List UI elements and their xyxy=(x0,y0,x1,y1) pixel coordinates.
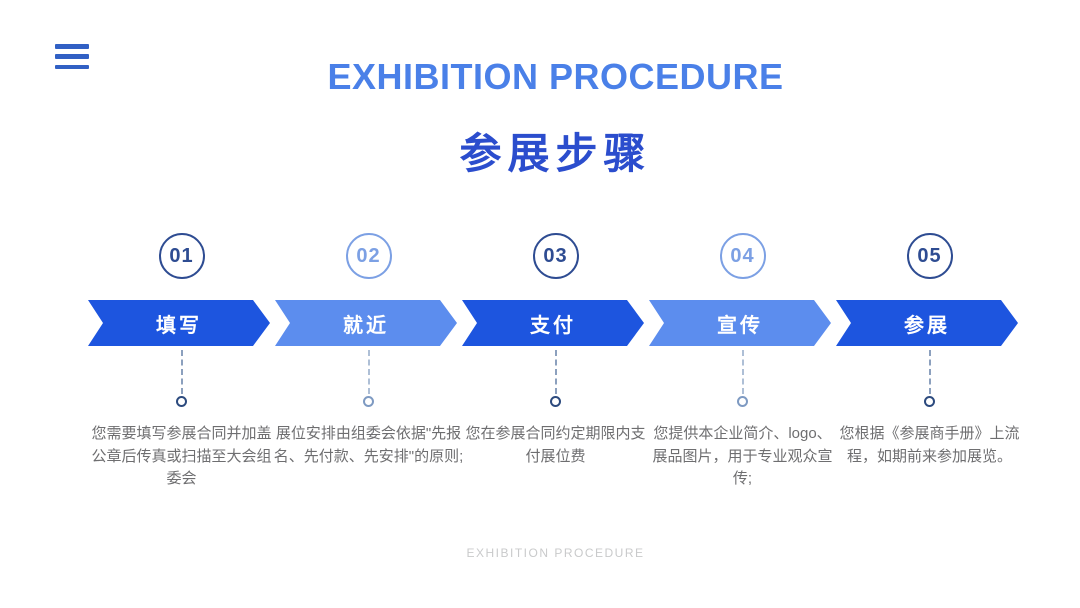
step-connector xyxy=(176,350,187,414)
connector-ring-icon xyxy=(176,396,187,407)
step-description: 您在参展合同约定期限内支付展位费 xyxy=(465,425,646,465)
step-column-2: 02 就近 展位安排由组委会依据"先报名、先付款、先安排"的原则; xyxy=(273,233,464,491)
connector-ring-icon xyxy=(363,396,374,407)
step-connector xyxy=(363,350,374,414)
step-column-3: 03 支付 您在参展合同约定期限内支付展位费 xyxy=(462,233,649,491)
step-number-badge: 03 xyxy=(532,233,579,279)
page-title-zh: 参展步骤 xyxy=(459,130,652,177)
step-banner-arrow: 宣传 xyxy=(649,300,831,346)
connector-ring-icon xyxy=(737,396,748,407)
dotted-line xyxy=(741,350,744,394)
hamburger-menu-icon[interactable] xyxy=(55,44,89,69)
step-description: 展位安排由组委会依据"先报名、先付款、先安排"的原则; xyxy=(273,425,464,465)
step-number-badge: 05 xyxy=(906,233,953,279)
page-title-en: EXHIBITION PROCEDURE xyxy=(327,56,784,97)
dotted-line xyxy=(554,350,557,394)
connector-ring-icon xyxy=(550,396,561,407)
step-column-1: 01 填写 您需要填写参展合同并加盖公章后传真或扫描至大会组委会 xyxy=(88,233,275,491)
footer-watermark: EXHIBITION PROCEDURE xyxy=(466,546,645,560)
dotted-line xyxy=(180,350,183,394)
step-banner-arrow: 填写 xyxy=(88,300,270,346)
hamburger-bar xyxy=(55,64,89,69)
step-column-5: 05 参展 您根据《参展商手册》上流程，如期前来参加展览。 xyxy=(836,233,1023,491)
step-description: 您根据《参展商手册》上流程，如期前来参加展览。 xyxy=(839,425,1020,465)
step-banner-arrow: 支付 xyxy=(462,300,644,346)
step-banner-arrow: 就近 xyxy=(275,300,457,346)
step-description: 您提供本企业简介、logo、展品图片，用于专业观众宣传; xyxy=(652,425,833,487)
step-number-badge: 01 xyxy=(158,233,205,279)
steps-row: 01 填写 您需要填写参展合同并加盖公章后传真或扫描至大会组委会 02 就近 展… xyxy=(88,233,1023,491)
step-connector xyxy=(737,350,748,414)
dotted-line xyxy=(928,350,931,394)
step-connector xyxy=(550,350,561,414)
step-number-badge: 04 xyxy=(719,233,766,279)
step-connector xyxy=(924,350,935,414)
step-number-badge: 02 xyxy=(345,233,392,279)
hamburger-bar xyxy=(55,44,89,49)
step-banner-arrow: 参展 xyxy=(836,300,1018,346)
dotted-line xyxy=(367,350,370,394)
connector-ring-icon xyxy=(924,396,935,407)
step-description: 您需要填写参展合同并加盖公章后传真或扫描至大会组委会 xyxy=(91,425,272,487)
hamburger-bar xyxy=(55,54,89,59)
step-column-4: 04 宣传 您提供本企业简介、logo、展品图片，用于专业观众宣传; xyxy=(649,233,836,491)
